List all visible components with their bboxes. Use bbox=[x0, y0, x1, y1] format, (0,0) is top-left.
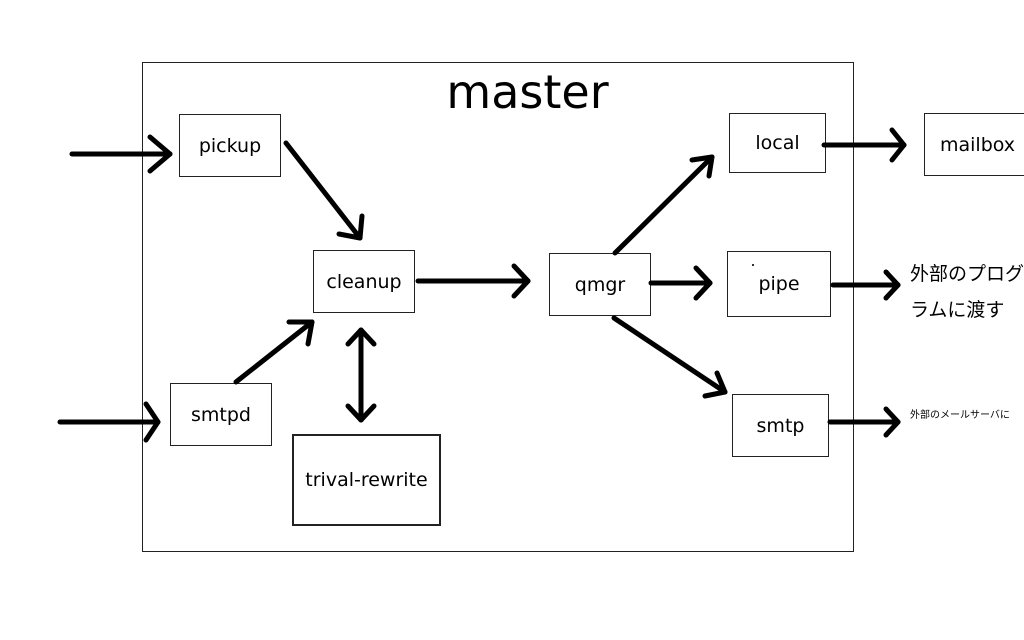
node-pickup: pickup bbox=[179, 114, 281, 177]
node-smtp: smtp bbox=[732, 394, 829, 457]
node-qmgr: qmgr bbox=[549, 253, 651, 316]
arrow-qmgr-to-pipe bbox=[648, 265, 713, 301]
arrow-in-to-pickup bbox=[69, 134, 173, 174]
arrow-smtp-to-external-mail-server bbox=[827, 406, 901, 438]
node-trival-rewrite: trival-rewrite bbox=[292, 434, 441, 526]
arrow-smtpd-to-cleanup bbox=[233, 319, 315, 385]
diagram-title: master bbox=[446, 65, 609, 119]
arrow-qmgr-to-smtp bbox=[611, 315, 728, 399]
master-frame bbox=[142, 62, 854, 552]
stray-dot bbox=[752, 264, 754, 266]
node-mailbox: mailbox bbox=[924, 113, 1024, 176]
arrow-cleanup-to-qmgr bbox=[415, 263, 531, 299]
arrow-local-to-mailbox bbox=[821, 127, 907, 163]
arrow-pickup-to-cleanup bbox=[283, 140, 365, 241]
arrow-in-to-smtpd bbox=[57, 401, 161, 443]
node-pipe: pipe bbox=[727, 251, 831, 317]
node-cleanup: cleanup bbox=[313, 250, 415, 313]
arrow-cleanup-trival-rewrite-bidirectional bbox=[345, 327, 377, 423]
node-smtpd: smtpd bbox=[170, 383, 272, 446]
arrow-pipe-to-external-program bbox=[830, 269, 901, 301]
arrow-qmgr-to-local bbox=[612, 154, 715, 256]
output-external-mail-server: 外部のメールサーバに bbox=[910, 410, 1010, 421]
output-external-program: 外部のプログ ラムに渡す bbox=[910, 263, 1024, 321]
